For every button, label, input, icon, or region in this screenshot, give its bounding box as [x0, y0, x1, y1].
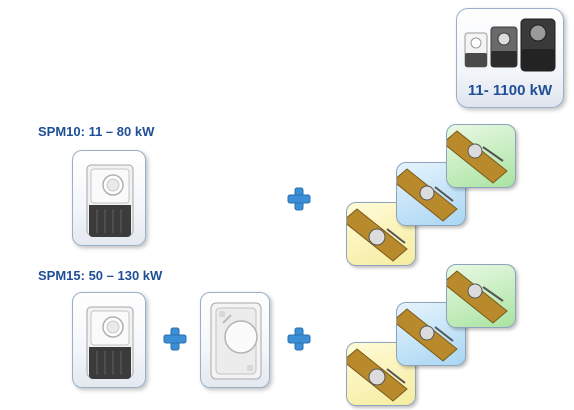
- spm15-housing-tile: [72, 292, 146, 388]
- housing-icon: [86, 164, 134, 237]
- plus-icon: [163, 327, 187, 351]
- current-sensor-icon: [347, 208, 408, 262]
- plus-icon: [287, 187, 311, 211]
- sensor-family-icon: [464, 18, 556, 72]
- current-sensor-icon: [447, 270, 508, 324]
- current-sensor-icon: [397, 168, 458, 222]
- power-range-badge: 11- 1100 kW: [456, 8, 564, 108]
- housing-icon: [86, 306, 134, 379]
- current-sensor-icon: [347, 348, 408, 402]
- power-range-label: 11- 1100 kW: [467, 82, 553, 99]
- sensor-tile-green: [446, 124, 516, 188]
- sensor-tile-green: [446, 264, 516, 328]
- plus-icon: [287, 327, 311, 351]
- adapter-plate-tile: [200, 292, 270, 388]
- section-title-spm15: SPM15: 50 – 130 kW: [38, 268, 163, 283]
- section-title-spm10: SPM10: 11 – 80 kW: [38, 124, 155, 139]
- adapter-plate-icon: [210, 302, 262, 380]
- spm10-housing-tile: [72, 150, 146, 246]
- current-sensor-icon: [397, 308, 458, 362]
- current-sensor-icon: [447, 130, 508, 184]
